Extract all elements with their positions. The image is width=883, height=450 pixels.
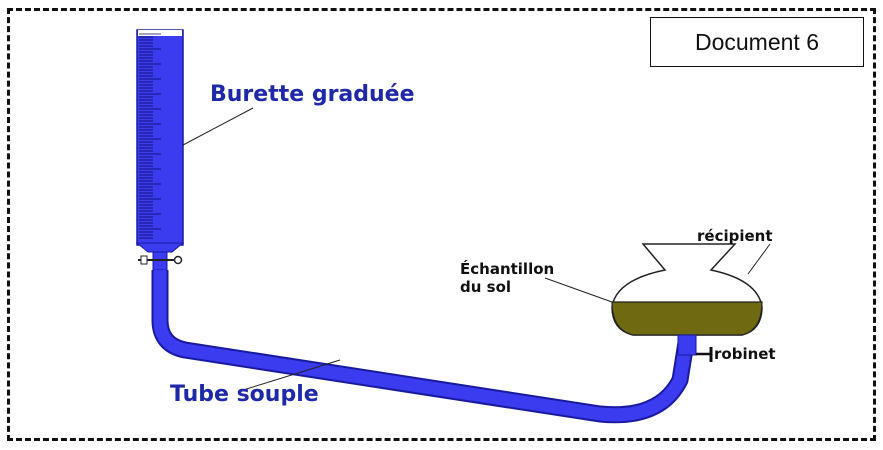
burette-taper bbox=[135, 242, 185, 253]
tube-leader-line bbox=[239, 359, 341, 392]
burette-graduations bbox=[139, 33, 161, 239]
document-label: Document 6 bbox=[694, 28, 819, 55]
sample-leader-line bbox=[544, 277, 613, 303]
sample-label-line2: du sol bbox=[460, 278, 511, 296]
recipient-leader-line bbox=[747, 243, 771, 275]
robinet-label: robinet bbox=[714, 345, 776, 363]
soil-sample bbox=[611, 301, 763, 336]
burette-label: Burette graduée bbox=[210, 82, 415, 107]
burette-top bbox=[138, 30, 182, 36]
document-label-box: Document 6 bbox=[650, 17, 864, 67]
robinet-valve bbox=[677, 334, 713, 362]
burette-leader-line bbox=[182, 107, 254, 146]
tube-label: Tube souple bbox=[170, 382, 319, 407]
flexible-tube-fill bbox=[153, 270, 695, 422]
dashed-border-frame bbox=[7, 8, 876, 441]
burette-column bbox=[136, 29, 184, 246]
burette-tap bbox=[138, 251, 183, 271]
recipient-flask bbox=[611, 243, 763, 336]
sample-label-line1: Échantillon bbox=[460, 259, 554, 278]
recipient-label: récipient bbox=[697, 227, 773, 245]
